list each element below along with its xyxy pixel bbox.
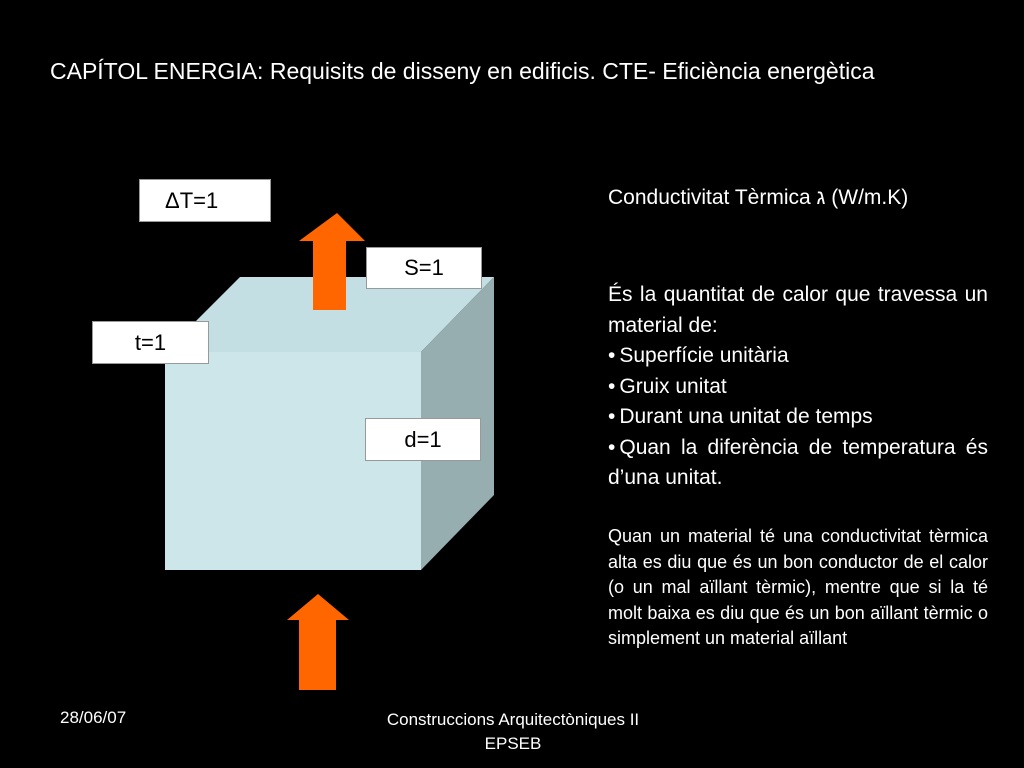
bullet-item: •Gruix unitat <box>608 374 727 398</box>
definition-block: És la quantitat de calor que travessa un… <box>608 280 988 494</box>
footer-course: Construccions Arquitectòniques II EPSEB <box>338 708 688 756</box>
time-label: t=1 <box>92 321 209 364</box>
delta-t-label: ΔT=1 <box>139 179 271 222</box>
explanation-note: Quan un material té una conductivitat tè… <box>608 526 988 648</box>
slide-title: CAPÍTOL ENERGIA: Requisits de disseny en… <box>50 58 875 84</box>
definition-text: És la quantitat de calor que travessa un… <box>608 283 988 337</box>
cube-top-face <box>165 277 494 352</box>
bullet-item: •Durant una unitat de temps <box>608 405 873 428</box>
conductivity-heading: Conductivitat Tèrmica ג (W/m.K) <box>608 186 909 209</box>
footer-school: EPSEB <box>484 734 542 753</box>
thickness-label: d=1 <box>365 418 481 461</box>
bullet-text: Quan la diferència de temperatura és d’u… <box>608 435 988 490</box>
heat-flow-arrow-up-top <box>299 213 365 310</box>
heat-flow-arrow-up-bottom <box>287 594 349 690</box>
footer-date: 28/06/07 <box>60 708 127 727</box>
cube-front-face <box>165 352 421 570</box>
bullet-text: Gruix unitat <box>619 374 727 398</box>
bullet-text: Superfície unitària <box>619 344 789 367</box>
footer-course-name: Construccions Arquitectòniques II <box>386 710 640 729</box>
surface-label: S=1 <box>366 247 482 289</box>
bullet-item: •Superfície unitària <box>608 344 789 367</box>
bullet-item: •Quan la diferència de temperatura és d’… <box>608 435 988 490</box>
bullet-text: Durant una unitat de temps <box>619 405 873 428</box>
